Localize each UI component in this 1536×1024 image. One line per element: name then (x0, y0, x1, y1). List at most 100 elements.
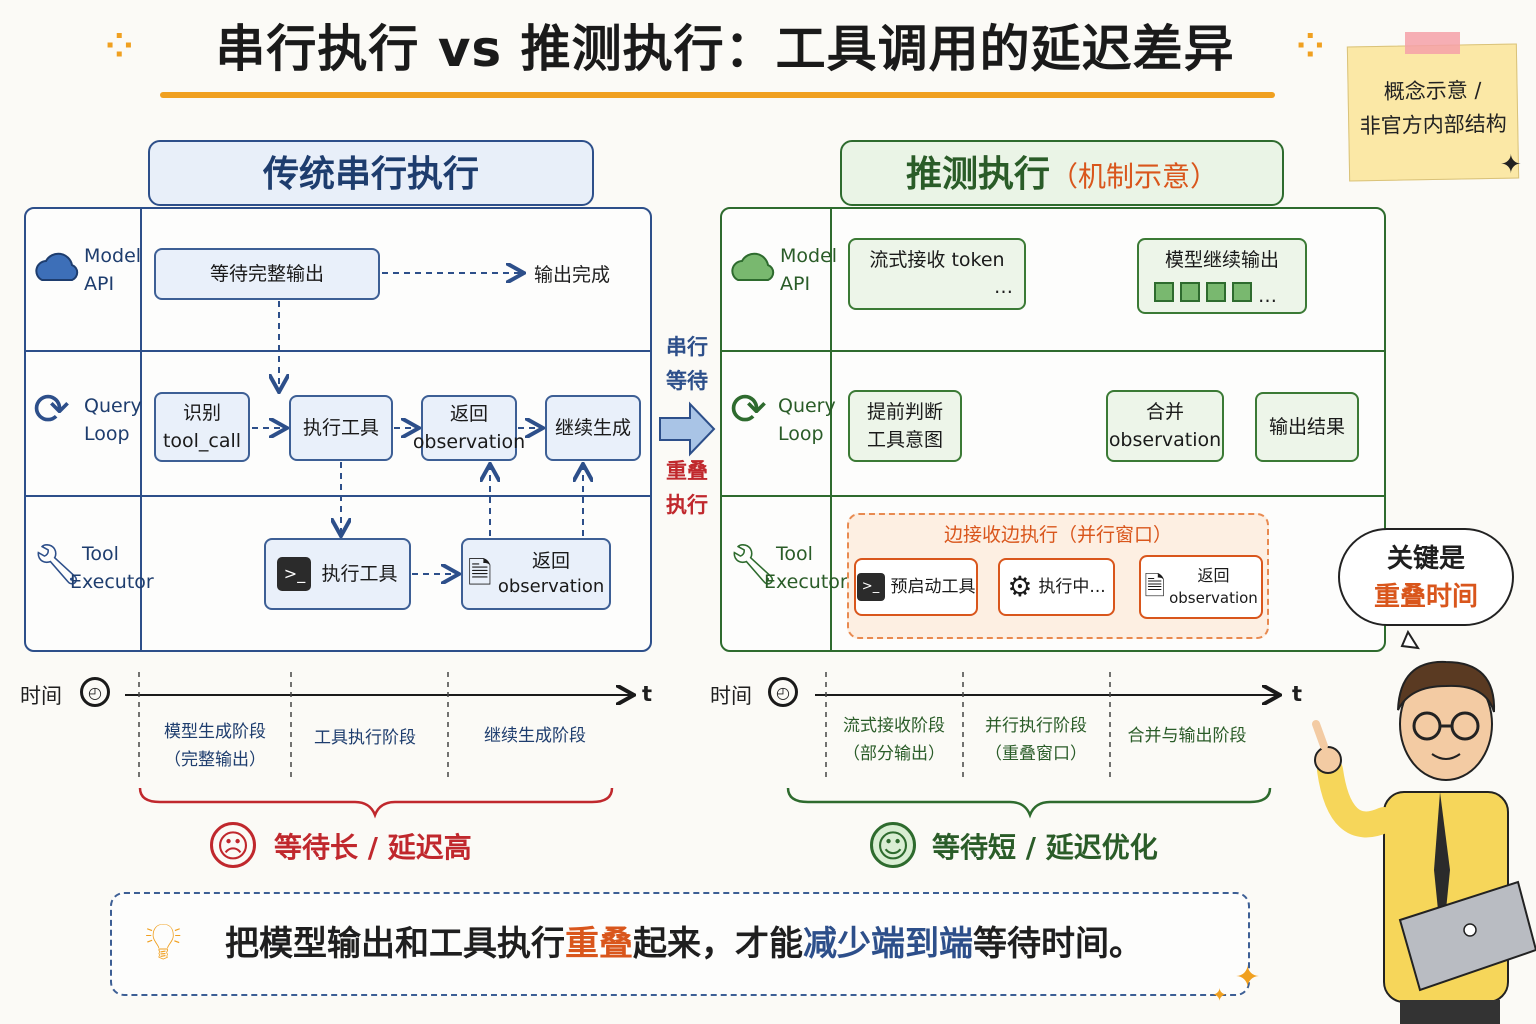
terminal-icon: >_ (856, 573, 885, 601)
summary-part-3: 起来，才能 (633, 924, 803, 964)
wrench-icon: 🔧︎ (32, 542, 83, 588)
right-brace (786, 787, 1272, 819)
sparkle-icon: ✦ (1235, 960, 1261, 995)
exec-tool-box: 执行工具 (289, 395, 393, 461)
left-label-divider (140, 207, 142, 652)
clock-icon: ◴ (80, 677, 110, 707)
title-spark-right-icon: ⁘ (1296, 26, 1325, 66)
identify-line-2: tool_call (162, 430, 242, 452)
summary-highlight-reduce: 减少端到端 (803, 924, 973, 964)
lane-tool-label: Tool (776, 543, 813, 565)
left-time-label: 时间 (20, 684, 62, 708)
output-done-label: 输出完成 (534, 264, 611, 286)
token-square (1206, 282, 1226, 302)
lane-tool-label: Tool (82, 543, 119, 565)
return-obs-box-right: 🗎 返回 observation (1139, 555, 1263, 619)
left-lane-divider-1 (24, 350, 652, 352)
left-phase-3: 继续生成阶段 (484, 726, 586, 746)
cloud-icon-green (731, 252, 775, 281)
phase-line: 模型生成阶段 (164, 722, 266, 742)
lane-query-label: Query (84, 395, 142, 417)
right-result: 等待短 / 延迟优化 (932, 831, 1158, 864)
right-phase-1: 流式接收阶段 （部分输出） (828, 712, 960, 768)
bottom-summary-box (110, 892, 1250, 996)
sad-face-icon: ☹ (210, 822, 256, 868)
predict-line-1: 提前判断 (866, 401, 943, 423)
right-lane-tool-executor: Tool Executor (764, 540, 848, 596)
phase-line: （重叠窗口） (985, 744, 1087, 764)
right-heading: 推测执行（机制示意） (840, 140, 1284, 206)
parallel-window-label: 边接收边执行（并行窗口） (943, 524, 1172, 546)
phase-line: 并行执行阶段 (985, 716, 1087, 736)
token-squares-continue: … (1154, 282, 1277, 307)
predict-line-2: 工具意图 (866, 429, 943, 451)
stream-ellipsis: … (994, 276, 1013, 298)
gear-icon: ⚙ (1007, 570, 1033, 603)
executing-text: 执行中... (1038, 577, 1106, 597)
left-lane-model-api: Model API (84, 242, 141, 298)
document-icon: 🗎 (467, 556, 492, 591)
phase-line: （部分输出） (843, 744, 945, 764)
wrench-icon-green: 🔧︎ (728, 542, 779, 588)
tool-return-line-2: observation (497, 576, 605, 597)
left-lane-tool-executor: Tool Executor (70, 540, 154, 596)
summary-part-5: 等待时间。 (973, 924, 1143, 964)
right-lane-query-loop: Query Loop (778, 392, 836, 448)
lane-query-label: Query (778, 395, 836, 417)
loop-icon: ⟳ (33, 384, 70, 435)
return-obs-right-text: 返回 observation (1169, 565, 1258, 609)
model-continue-box: 模型继续输出 (1137, 238, 1307, 314)
lane-api-label: API (84, 273, 115, 295)
right-label-divider (830, 207, 832, 652)
right-phase-3: 合并与输出阶段 (1127, 726, 1247, 746)
merge-line-2: observation (1108, 429, 1222, 451)
serial-wait-label: 串行 等待 (664, 330, 710, 398)
merge-line-1: 合并 (1145, 401, 1184, 423)
right-heading-main: 推测执行 (905, 154, 1050, 195)
bubble-line-2: 重叠时间 (1373, 582, 1478, 612)
right-lane-divider-2 (720, 495, 1386, 497)
summary-highlight-overlap: 重叠 (565, 924, 633, 964)
wait-output-box: 等待完整输出 (154, 248, 380, 300)
return-obs-line-1: 返回 (449, 403, 488, 425)
continue-gen-text: 继续生成 (554, 417, 631, 439)
happy-face-icon: ☺ (870, 822, 916, 868)
summary-part-1: 把模型输出和工具执行 (225, 924, 565, 964)
prestart-text: 预启动工具 (890, 577, 976, 597)
title-underline (160, 92, 1275, 98)
phase-line: 流式接收阶段 (843, 716, 945, 736)
presenter-illustration (1312, 629, 1536, 1024)
left-heading: 传统串行执行 (148, 140, 594, 206)
lane-loop-label: Loop (778, 423, 824, 445)
exec-tool-text: 执行工具 (302, 417, 379, 439)
tool-exec-text: 执行工具 (321, 563, 398, 585)
token-square (1232, 282, 1252, 302)
phase-line: （完整输出） (164, 750, 266, 770)
sticky-tape (1405, 32, 1460, 54)
continue-ellipsis: … (1258, 285, 1277, 307)
output-result-text: 输出结果 (1268, 416, 1345, 438)
serial-wait-line-2: 等待 (666, 369, 708, 393)
token-square (1180, 282, 1200, 302)
document-icon: 🗎 (1144, 572, 1166, 602)
lane-model-label: Model (84, 245, 142, 267)
right-lane-model-api: Model API (780, 242, 837, 298)
overlap-exec-line-2: 执行 (666, 493, 708, 517)
right-t-label: t (1292, 682, 1303, 706)
sparkle-icon: ✦ (1500, 150, 1522, 180)
model-continue-text: 模型继续输出 (1164, 249, 1279, 271)
prestart-box: >_ 预启动工具 (854, 558, 978, 616)
clock-icon: ◴ (768, 677, 798, 707)
right-heading-sub: （机制示意） (1050, 160, 1219, 193)
terminal-icon: >_ (277, 557, 312, 591)
left-brace (138, 787, 614, 819)
overlap-exec-label: 重叠 执行 (664, 454, 710, 522)
predict-box: 提前判断 工具意图 (848, 390, 962, 462)
executing-box: ⚙ 执行中... (998, 558, 1115, 616)
lane-api-label: API (780, 273, 811, 295)
tool-return-text: 返回 observation (498, 548, 604, 600)
lane-executor-label: Executor (764, 571, 848, 593)
return-right-line-1: 返回 (1197, 566, 1230, 585)
right-time-label: 时间 (710, 684, 752, 708)
